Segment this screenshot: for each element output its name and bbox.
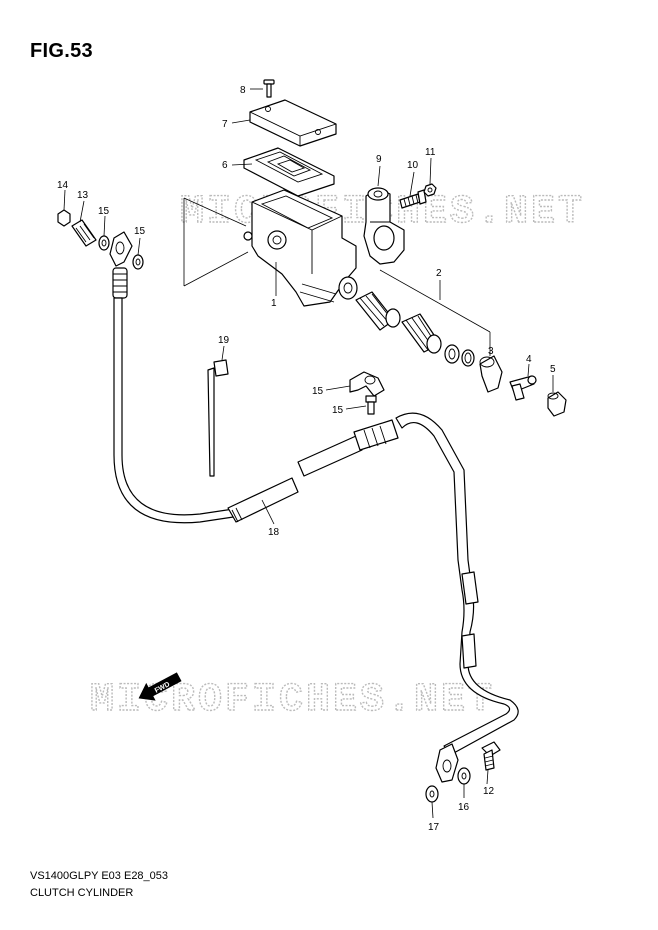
washer-part-15-lower-a[interactable]	[457, 767, 471, 785]
piston-kit-part-2[interactable]	[355, 291, 475, 367]
push-rod-part-4[interactable]	[509, 375, 537, 401]
callout-15-upper-a: 15	[98, 206, 110, 217]
callout-5: 5	[550, 364, 556, 375]
callout-18: 15	[332, 405, 344, 416]
lever-bracket-part-9[interactable]	[363, 187, 405, 265]
callout-6: 6	[222, 160, 228, 171]
leader-lines	[63, 88, 554, 819]
watermark-bottom: MICROFICHES.NET	[90, 678, 495, 723]
banjo-bolt-part-13[interactable]	[71, 219, 97, 247]
callout-15-upper-b: 15	[134, 226, 146, 237]
washer-part-15-lower-b[interactable]	[425, 785, 439, 803]
callout-8: 8	[240, 85, 246, 96]
callout-2: 2	[436, 268, 442, 279]
callout-16: 18	[268, 527, 280, 538]
cable-tie-part-19[interactable]	[207, 359, 229, 477]
callout-numbers: 8 7 6 1 9 10 11 2 3 4 5 14 13 15 15 18 1…	[57, 85, 556, 833]
callout-15-lower-b: 17	[428, 822, 440, 833]
callout-7: 7	[222, 119, 228, 130]
diaphragm-part-6[interactable]	[243, 147, 335, 197]
callout-1: 1	[271, 298, 277, 309]
hose-clamp-part-17[interactable]	[349, 371, 385, 397]
end-cap-part-5[interactable]	[547, 391, 567, 417]
callout-17: 15	[312, 386, 324, 397]
bolt-part-18[interactable]	[365, 395, 377, 415]
cap-screw-part-8[interactable]	[263, 79, 275, 98]
master-cylinder-body-part-1[interactable]	[243, 189, 358, 307]
callout-3: 3	[488, 346, 494, 357]
piston-kit-bracket-line	[379, 269, 491, 333]
callout-10: 10	[407, 160, 419, 171]
assembly-bracket-lines	[183, 197, 249, 287]
bolt-part-10[interactable]	[399, 189, 427, 209]
callout-14: 14	[57, 180, 69, 191]
callout-11: 11	[425, 147, 436, 158]
dust-boot-part-3[interactable]	[479, 355, 503, 393]
banjo-bolt-part-12[interactable]	[481, 741, 501, 771]
bolt-part-14[interactable]	[57, 209, 71, 227]
figure-title: FIG.53	[30, 40, 93, 62]
model-code: VS1400GLPY E03 E28_053	[30, 870, 169, 882]
callout-19: 19	[218, 335, 230, 346]
clutch-hose-part-16[interactable]	[109, 231, 519, 783]
nut-part-11[interactable]	[423, 183, 437, 197]
washer-part-15-upper-b[interactable]	[132, 254, 144, 270]
callout-15-lower-a: 16	[458, 802, 470, 813]
callout-4: 4	[526, 354, 532, 365]
callout-9: 9	[376, 154, 382, 165]
callout-13: 13	[77, 190, 89, 201]
callout-12: 12	[483, 786, 495, 797]
washer-part-15-upper-a[interactable]	[98, 235, 110, 251]
reservoir-cap-part-7[interactable]	[249, 99, 337, 147]
assembly-name: CLUTCH CYLINDER	[30, 887, 134, 899]
